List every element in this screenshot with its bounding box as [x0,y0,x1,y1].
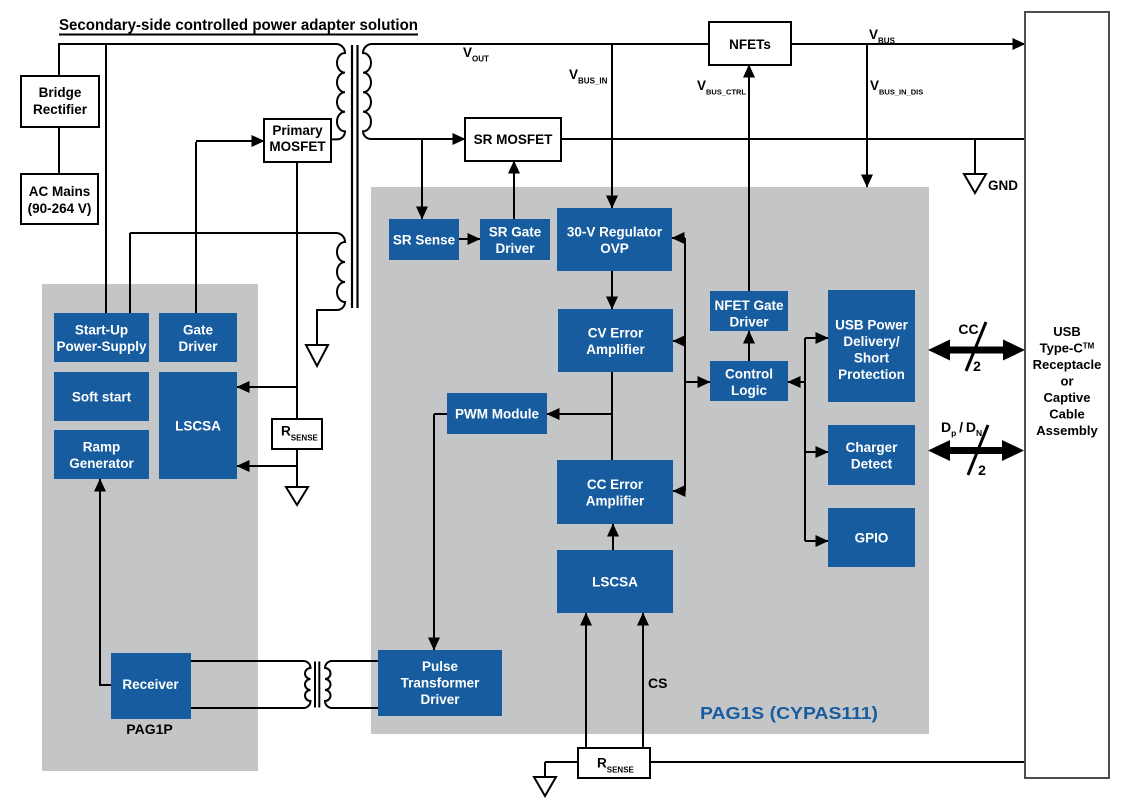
svg-text:Soft start: Soft start [72,390,132,405]
svg-text:(90-264 V): (90-264 V) [28,201,92,216]
svg-text:Driver: Driver [495,241,535,256]
svg-text:Type-CTM: Type-CTM [1040,341,1095,356]
svg-text:VOUT: VOUT [463,45,489,64]
svg-text:VBUS_CTRL: VBUS_CTRL [697,78,746,97]
svg-text:LSCSA: LSCSA [592,575,638,590]
svg-text:Dp / DN: Dp / DN [941,419,982,438]
svg-text:Start-Up: Start-Up [75,323,128,338]
svg-text:USB: USB [1053,324,1080,339]
svg-text:VBUS_IN: VBUS_IN [569,67,608,86]
svg-text:Short: Short [854,351,890,366]
svg-text:Pulse: Pulse [422,659,459,674]
svg-text:PAG1P: PAG1P [126,721,172,737]
svg-text:Amplifier: Amplifier [586,494,645,509]
svg-text:Cable: Cable [1049,407,1084,422]
svg-text:SR MOSFET: SR MOSFET [474,132,554,147]
svg-text:Receptacle: Receptacle [1033,357,1102,372]
svg-text:VBUS: VBUS [869,27,896,46]
svg-text:Bridge: Bridge [39,85,82,100]
svg-text:GND: GND [988,178,1018,193]
svg-text:PAG1S (CYPAS111): PAG1S (CYPAS111) [700,703,878,723]
svg-text:Receiver: Receiver [122,677,179,692]
svg-text:Transformer: Transformer [401,676,481,691]
svg-text:CV Error: CV Error [588,326,644,341]
svg-text:CC: CC [958,321,978,337]
svg-text:AC Mains: AC Mains [29,184,91,199]
svg-text:CC Error: CC Error [587,477,644,492]
svg-text:LSCSA: LSCSA [175,419,221,434]
svg-text:NFET Gate: NFET Gate [714,298,784,313]
svg-text:OVP: OVP [600,241,629,256]
svg-text:Delivery/: Delivery/ [843,334,900,349]
svg-text:Secondary-side controlled powe: Secondary-side controlled power adapter … [59,17,418,34]
svg-text:USB Power: USB Power [835,318,909,333]
svg-text:NFETs: NFETs [729,37,771,52]
svg-text:Charger: Charger [846,440,899,455]
svg-text:Primary: Primary [272,123,323,138]
svg-text:Protection: Protection [838,367,905,382]
svg-text:Driver: Driver [729,315,769,330]
svg-text:MOSFET: MOSFET [269,139,326,154]
svg-text:Driver: Driver [420,692,460,707]
svg-text:VBUS_IN_DIS: VBUS_IN_DIS [870,78,923,97]
svg-text:2: 2 [978,462,986,478]
svg-text:Driver: Driver [178,339,218,354]
svg-text:Logic: Logic [731,383,767,398]
svg-text:Captive: Captive [1044,390,1091,405]
svg-text:Detect: Detect [851,457,893,472]
svg-text:CS: CS [648,675,667,691]
svg-text:30-V Regulator: 30-V Regulator [567,225,663,240]
svg-text:2: 2 [973,358,981,374]
svg-text:Ramp: Ramp [83,440,121,455]
svg-text:or: or [1061,374,1074,389]
svg-text:PWM Module: PWM Module [455,407,539,422]
svg-text:Amplifier: Amplifier [586,342,645,357]
svg-text:Assembly: Assembly [1036,423,1098,438]
svg-text:Rectifier: Rectifier [33,102,88,117]
svg-text:Control: Control [725,367,773,382]
svg-text:Power-Supply: Power-Supply [56,339,147,354]
svg-text:Generator: Generator [69,456,134,471]
svg-text:GPIO: GPIO [855,531,889,546]
svg-text:SR Gate: SR Gate [489,225,542,240]
svg-text:SR Sense: SR Sense [393,233,456,248]
svg-text:Gate: Gate [183,323,214,338]
